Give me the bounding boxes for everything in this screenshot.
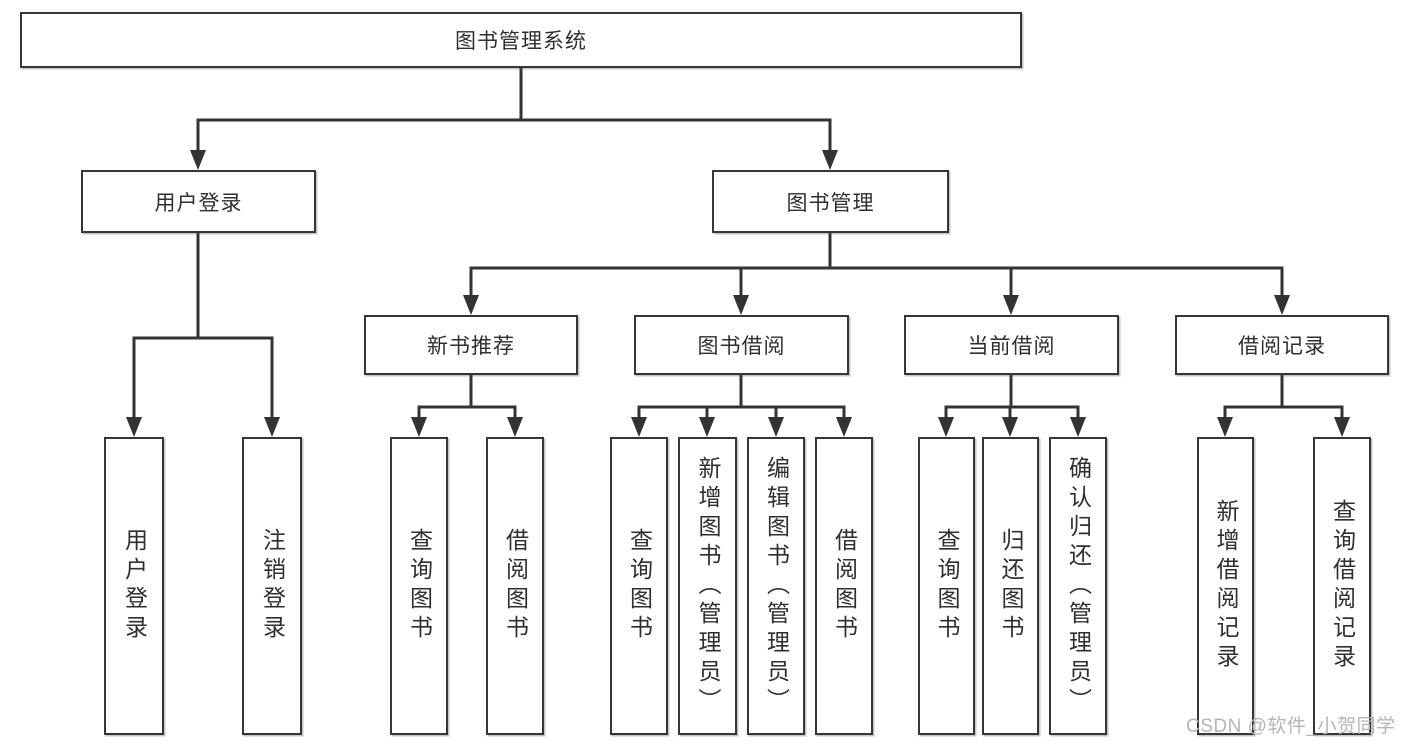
leaf-borrow-edit-admin: 编辑图书（管理员） (747, 437, 805, 735)
leaf-borrow-book: 借阅图书 (815, 437, 873, 735)
leaf-borrow-add-admin: 新增图书（管理员） (678, 437, 737, 735)
leaf-current-confirm-return-admin: 确认归还（管理员） (1049, 437, 1107, 735)
node-user-login-branch: 用户登录 (81, 170, 316, 233)
leaf-newbooks-query: 查询图书 (390, 437, 448, 735)
csdn-watermark: CSDN @软件_小贺同学 (1186, 716, 1396, 737)
leaf-current-query: 查询图书 (918, 437, 975, 735)
leaf-records-add: 新增借阅记录 (1197, 437, 1254, 735)
node-borrow-records: 借阅记录 (1175, 315, 1389, 375)
node-root: 图书管理系统 (20, 12, 1022, 68)
node-new-books: 新书推荐 (364, 315, 578, 375)
leaf-current-return: 归还图书 (982, 437, 1039, 735)
node-current-borrow: 当前借阅 (904, 315, 1119, 375)
leaf-borrow-query: 查询图书 (610, 437, 668, 735)
leaf-records-query: 查询借阅记录 (1313, 437, 1371, 735)
leaf-newbooks-borrow: 借阅图书 (486, 437, 544, 735)
node-book-borrow: 图书借阅 (634, 315, 849, 375)
leaf-logout: 注销登录 (242, 437, 302, 735)
leaf-user-login: 用户登录 (104, 437, 164, 735)
node-book-mgmt-branch: 图书管理 (712, 170, 949, 233)
